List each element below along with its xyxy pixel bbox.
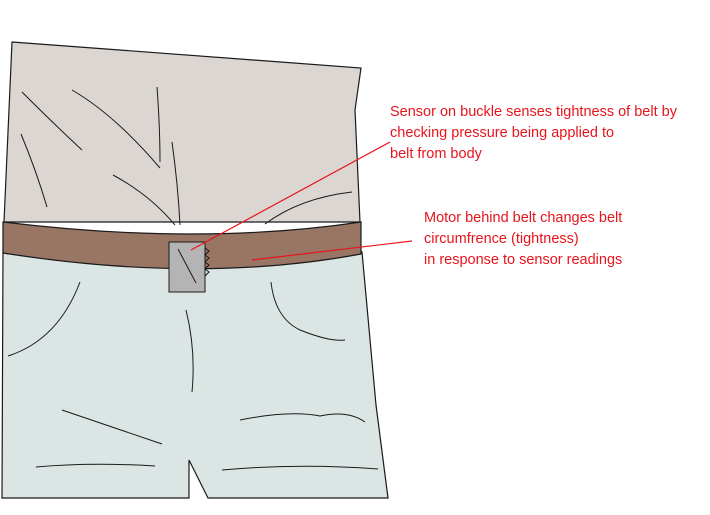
shorts xyxy=(1,249,389,499)
sensor-annotation-line3: belt from body xyxy=(390,146,482,162)
buckle-teeth xyxy=(204,247,210,277)
sensor-leader-line xyxy=(190,141,391,251)
motor-annotation-line1: Motor behind belt changes belt xyxy=(424,210,623,226)
shorts-wrinkles xyxy=(7,281,379,471)
buckle xyxy=(168,241,210,293)
shirt xyxy=(3,41,362,223)
motor-leader-line xyxy=(251,240,413,261)
shirt-wrinkles xyxy=(20,86,353,226)
sensor-annotation-line2: checking pressure being applied to xyxy=(390,125,615,141)
sensor-annotation: Sensor on buckle senses tightness of bel… xyxy=(390,102,677,165)
sensor-annotation-line1: Sensor on buckle senses tightness of bel… xyxy=(390,104,677,120)
motor-annotation-line3: in response to sensor readings xyxy=(424,252,623,268)
motor-annotation: Motor behind belt changes belt circumfre… xyxy=(424,208,622,271)
buckle-slash xyxy=(177,248,197,284)
motor-annotation-line2: circumfrence (tightness) xyxy=(424,231,579,247)
